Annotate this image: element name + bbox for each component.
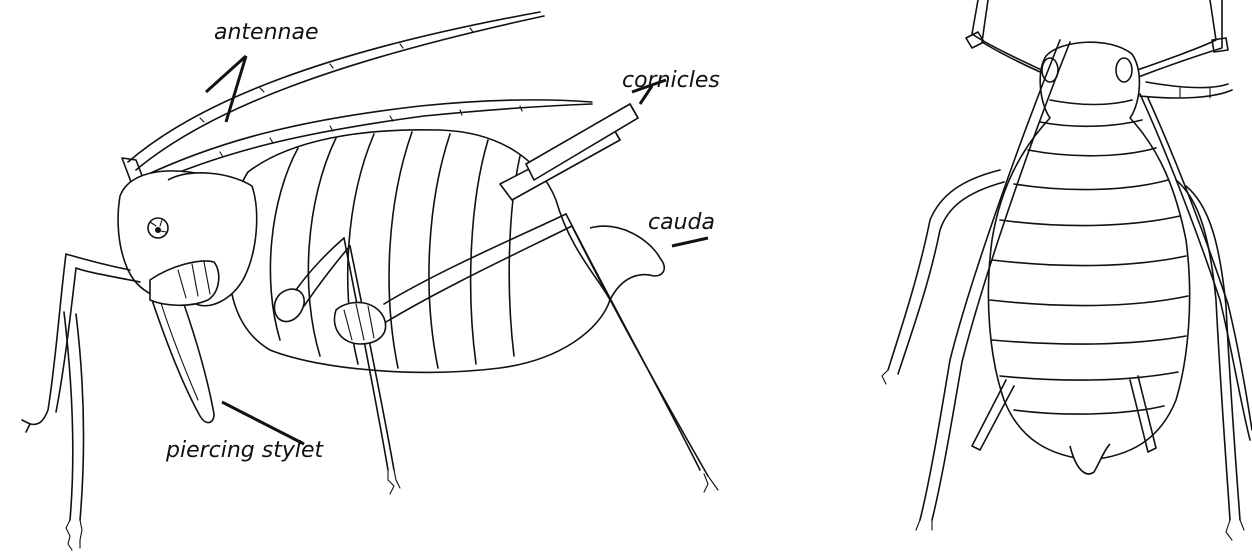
cauda-label: cauda	[648, 212, 715, 234]
cornicles-label: cornicles	[622, 70, 720, 92]
antennae-label: antennae	[214, 22, 319, 44]
piercing-stylet-label: piercing stylet	[166, 440, 323, 462]
dorsal-body-drawing	[988, 42, 1189, 474]
